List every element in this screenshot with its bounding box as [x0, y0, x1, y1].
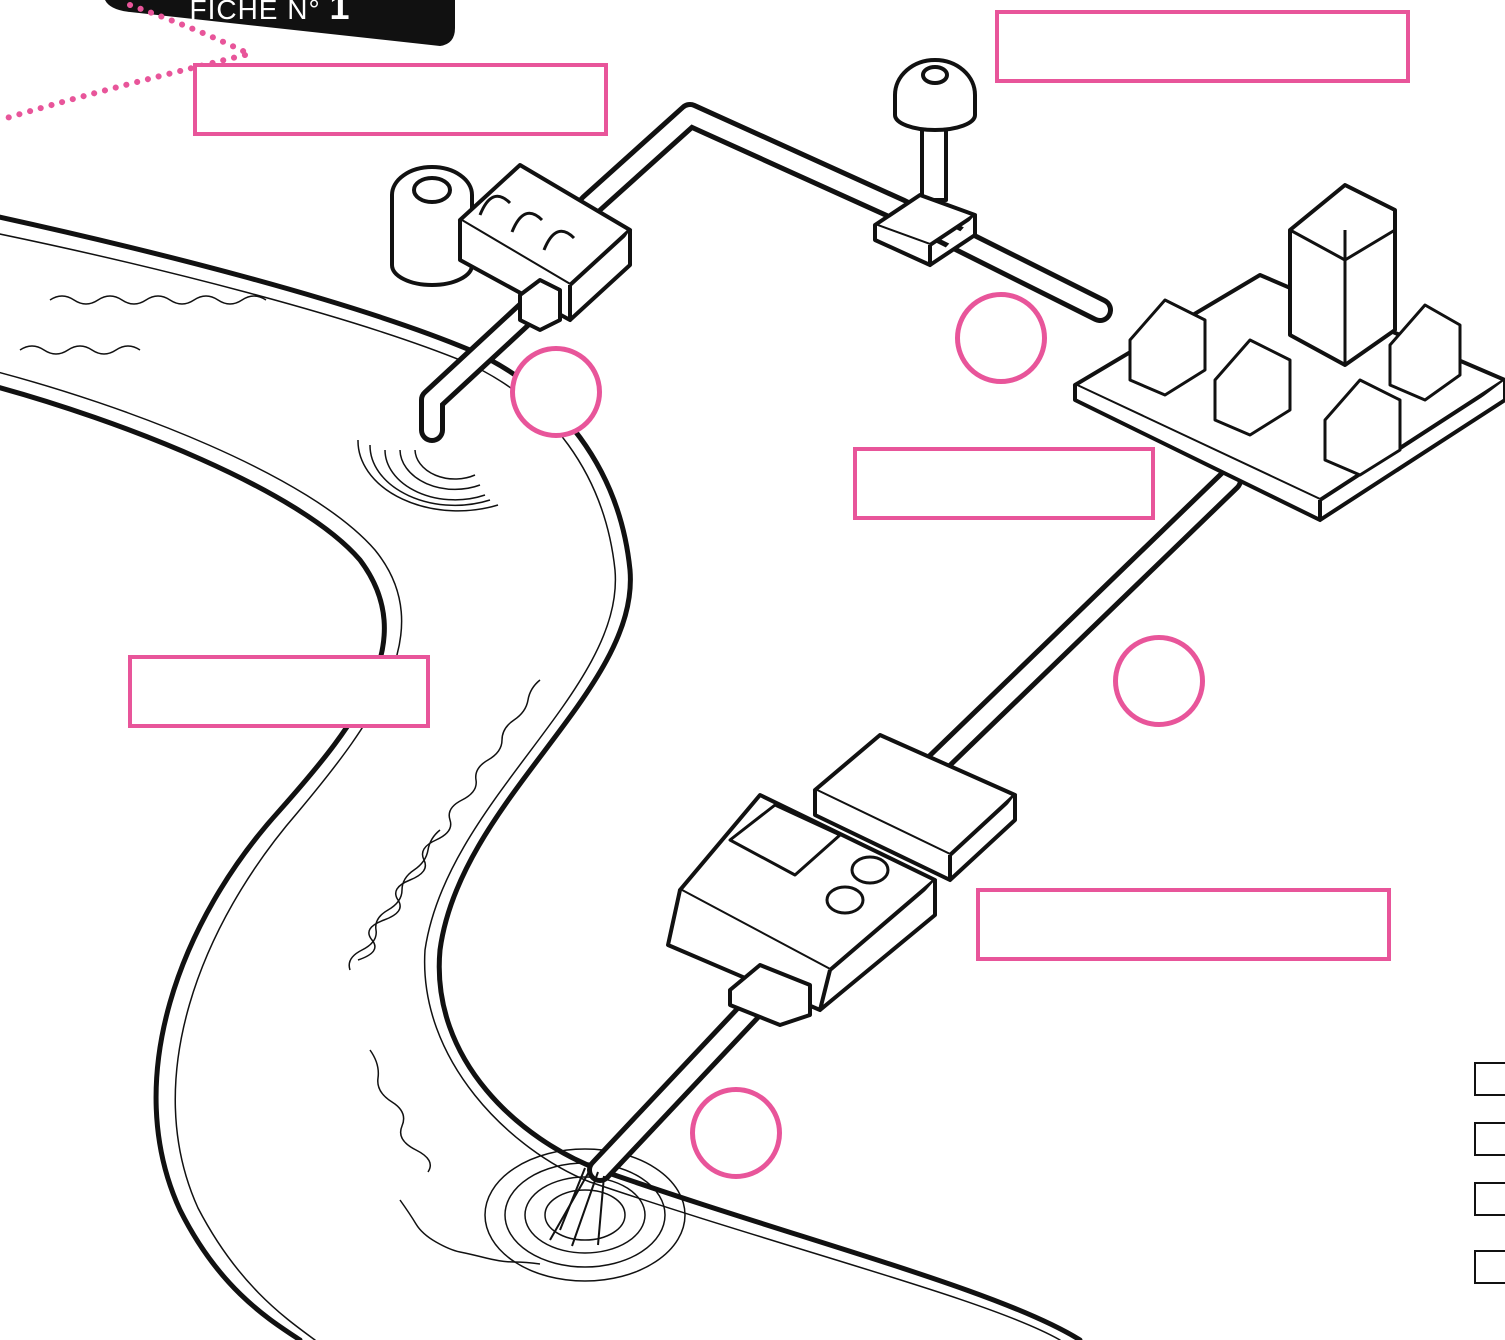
outflow-ripples	[484, 1148, 686, 1282]
dotted-pointer	[0, 2, 248, 123]
river-bank-upper	[0, 214, 1083, 1340]
label-box-water-tower[interactable]	[995, 10, 1410, 83]
river-bank-upper-inner	[0, 233, 1061, 1340]
river-waves	[19, 295, 541, 1265]
river-bank-lower	[0, 385, 387, 1340]
tab-label: FICHE N°	[189, 0, 321, 25]
houses	[1128, 298, 1462, 477]
tab-number: 1	[329, 0, 351, 27]
label-box-intake[interactable]	[193, 63, 608, 136]
checkbox-2[interactable]	[1474, 1122, 1505, 1156]
checkbox-3[interactable]	[1474, 1182, 1505, 1216]
checkbox-4[interactable]	[1474, 1250, 1505, 1284]
river-bank-lower-inner	[0, 371, 403, 1340]
title-tab	[0, 0, 455, 123]
stage-circle-2[interactable]	[955, 292, 1047, 384]
treatment-plant	[390, 163, 632, 332]
checkbox-1[interactable]	[1474, 1062, 1505, 1096]
label-box-river[interactable]	[128, 655, 430, 728]
stage-circle-3[interactable]	[1113, 635, 1205, 727]
wastewater-station	[666, 733, 1017, 1027]
label-box-wastewater[interactable]	[976, 888, 1391, 961]
intake-ripples	[357, 439, 499, 512]
water-tower	[873, 58, 977, 267]
stage-circle-1[interactable]	[510, 346, 602, 438]
pipes	[419, 102, 1243, 1183]
outflow-spray	[549, 1167, 605, 1247]
stage-circle-4[interactable]	[690, 1087, 782, 1179]
town	[1073, 183, 1505, 522]
river	[0, 214, 1083, 1340]
worksheet-tab-title: FICHE N° 1	[150, 0, 390, 27]
label-box-distribution[interactable]	[853, 447, 1155, 520]
